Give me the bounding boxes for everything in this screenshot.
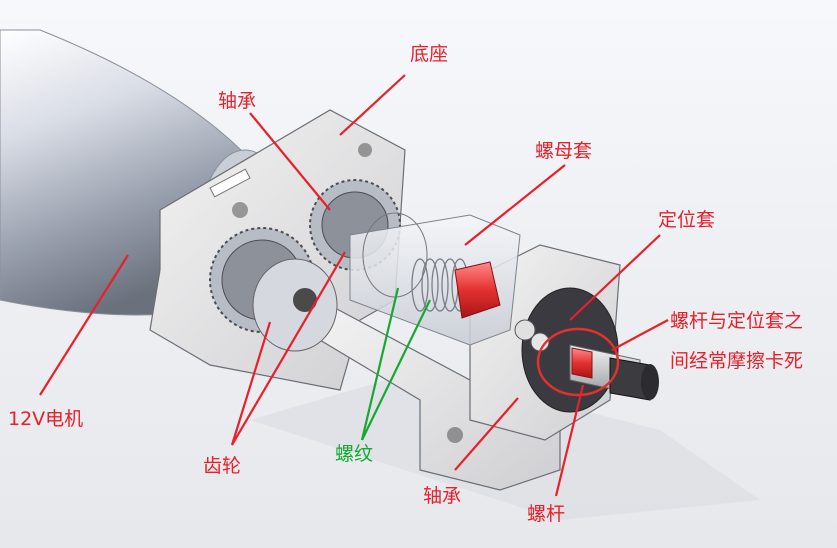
label-gear: 齿轮: [203, 455, 242, 477]
label-bearing-top: 轴承: [218, 90, 257, 112]
leader-positioning-sleeve: [569, 234, 661, 321]
leader-screw-rod: [554, 384, 585, 497]
leader-gear-2: [231, 251, 346, 446]
mounting-hole: [358, 143, 372, 157]
screw-rod: [569, 344, 659, 401]
mounting-hole: [447, 427, 463, 443]
label-note-line1: 螺杆与定位套之: [670, 310, 804, 332]
mounting-hole: [232, 202, 248, 218]
thread-leaders: [360, 287, 431, 441]
label-thread: 螺纹: [335, 443, 374, 465]
label-bearing-bottom: 轴承: [423, 485, 462, 507]
label-screw-rod: 螺杆: [527, 503, 566, 525]
leader-thread-1: [360, 287, 400, 441]
screw-head: [514, 319, 536, 341]
gears: [209, 179, 401, 352]
label-motor: 12V电机: [8, 408, 84, 430]
leader-base: [339, 74, 406, 136]
highlight-circle: [536, 327, 620, 397]
thread-coils: [411, 258, 469, 312]
label-base: 底座: [410, 43, 449, 65]
label-nut-sleeve: 螺母套: [535, 140, 593, 162]
leader-gear-1: [230, 321, 272, 446]
leader-note: [611, 319, 669, 351]
leader-bearing-bottom: [454, 397, 519, 471]
label-note-line2: 间经常摩擦卡死: [670, 350, 804, 372]
annotation-lines: [39, 74, 669, 497]
leader-motor: [39, 254, 129, 396]
leader-nut-sleeve: [464, 164, 566, 246]
leader-thread-2: [361, 299, 431, 441]
nut-sleeve: [349, 212, 521, 346]
leader-bearing-top: [249, 112, 331, 211]
label-positioning-sleeve: 定位套: [658, 209, 716, 231]
